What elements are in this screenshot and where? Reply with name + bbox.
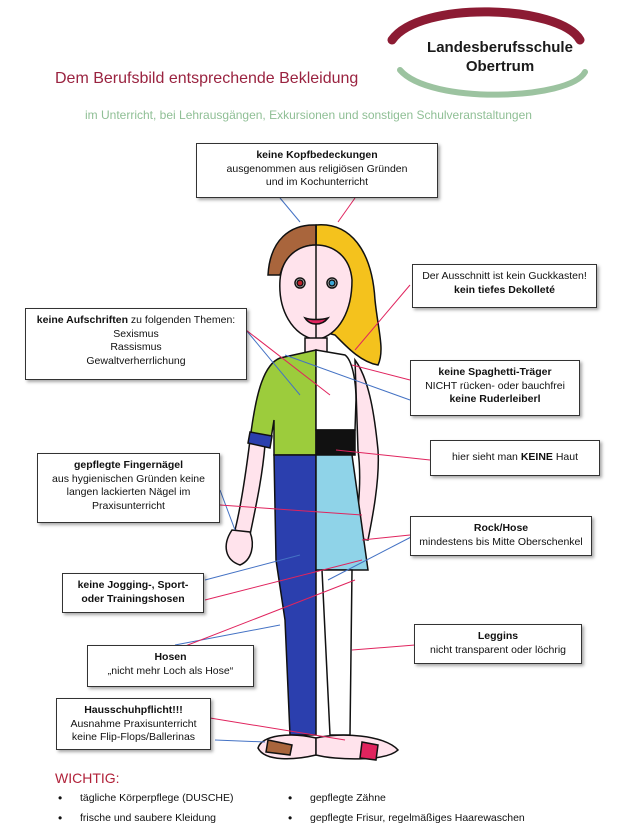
naegel-heading: gepflegte Fingernägel bbox=[73, 459, 184, 471]
wichtig-heading: WICHTIG: bbox=[55, 770, 120, 786]
jogging-heading2: oder Trainingshosen bbox=[81, 592, 185, 605]
spaghetti-heading: keine Spaghetti-Träger bbox=[438, 366, 552, 378]
box-jogging: keine Jogging-, Sport- oder Trainingshos… bbox=[62, 573, 204, 613]
hausschuh-line1: Ausnahme Praxisunterricht bbox=[70, 717, 197, 730]
box-aufschriften: keine Aufschriften zu folgenden Themen: … bbox=[25, 308, 247, 380]
kopf-heading: keine Kopfbedeckungen bbox=[256, 149, 378, 161]
naegel-line2: langen lackierten Nägel im bbox=[66, 486, 191, 498]
aufschriften-heading: keine Aufschriften bbox=[36, 314, 128, 326]
aufschriften-line2: Rassismus bbox=[110, 341, 162, 353]
box-hausschuhpflicht: Hausschuhpflicht!!! Ausnahme Praxisunter… bbox=[56, 698, 211, 750]
kopf-line1: ausgenommen aus religiösen Gründen bbox=[226, 162, 408, 175]
wichtig-item: gepflegte Zähne bbox=[288, 791, 386, 805]
haut-bold: KEINE bbox=[520, 451, 553, 463]
box-fingernaegel: gepflegte Fingernägel aus hygienischen G… bbox=[37, 453, 220, 523]
aufschriften-rest: zu folgenden Themen: bbox=[128, 314, 236, 326]
box-kopfbedeckungen: keine Kopfbedeckungen ausgenommen aus re… bbox=[196, 143, 438, 198]
hausschuh-line2: keine Flip-Flops/Ballerinas bbox=[71, 731, 196, 743]
annotation-arrows bbox=[174, 197, 431, 743]
box-spaghetti: keine Spaghetti-Träger NICHT rücken- ode… bbox=[410, 360, 580, 416]
hausschuh-heading: Hausschuhpflicht!!! bbox=[84, 704, 183, 716]
jogging-heading1: keine Jogging-, Sport- bbox=[77, 579, 189, 591]
page-title: Dem Berufsbild entsprechende Bekleidung bbox=[55, 70, 359, 87]
school-logo-swoosh bbox=[387, 7, 588, 98]
haut-pre: hier sieht man bbox=[451, 451, 521, 463]
aufschriften-line1: Sexismus bbox=[113, 327, 159, 340]
leggins-line1: nicht transparent oder löchrig bbox=[430, 643, 566, 656]
leggins-heading: Leggins bbox=[477, 630, 519, 642]
wichtig-item: frische und saubere Kleidung bbox=[58, 811, 216, 825]
ausschnitt-line1: Der Ausschnitt ist kein Guckkasten! bbox=[422, 270, 587, 282]
naegel-line1: aus hygienischen Gründen keine bbox=[52, 472, 205, 485]
page-subtitle: im Unterricht, bei Lehrausgängen, Exkurs… bbox=[85, 108, 532, 122]
box-rock-hose: Rock/Hose mindestens bis Mitte Oberschen… bbox=[410, 516, 592, 556]
box-haut: hier sieht man KEINE Haut bbox=[430, 440, 600, 476]
box-leggins: Leggins nicht transparent oder löchrig bbox=[414, 624, 582, 664]
haut-post: Haut bbox=[552, 451, 579, 463]
wichtig-item: gepflegte Frisur, regelmäßiges Haarewasc… bbox=[288, 811, 525, 825]
wichtig-item: tägliche Körperpflege (DUSCHE) bbox=[58, 791, 234, 805]
rock-heading: Rock/Hose bbox=[473, 522, 529, 534]
spaghetti-line1: NICHT rücken- oder bauchfrei bbox=[425, 379, 565, 392]
kopf-line2: und im Kochunterricht bbox=[265, 176, 369, 188]
spaghetti-heading2: keine Ruderleiberl bbox=[449, 393, 541, 405]
ausschnitt-heading: kein tiefes Dekolleté bbox=[454, 283, 555, 296]
rock-line1: mindestens bis Mitte Oberschenkel bbox=[419, 535, 583, 548]
aufschriften-line3: Gewaltverherrlichung bbox=[86, 354, 186, 367]
box-hosen: Hosen „nicht mehr Loch als Hose“ bbox=[87, 645, 254, 687]
box-ausschnitt: Der Ausschnitt ist kein Guckkasten! kein… bbox=[412, 264, 597, 308]
hosen-heading: Hosen bbox=[154, 651, 187, 663]
naegel-line3: Praxisunterricht bbox=[92, 499, 165, 512]
hosen-line1: „nicht mehr Loch als Hose“ bbox=[107, 664, 234, 677]
school-logo-text: Landesberufsschule Obertrum bbox=[415, 38, 585, 76]
logo-line2: Obertrum bbox=[465, 58, 535, 75]
logo-line1: Landesberufsschule bbox=[427, 39, 573, 56]
